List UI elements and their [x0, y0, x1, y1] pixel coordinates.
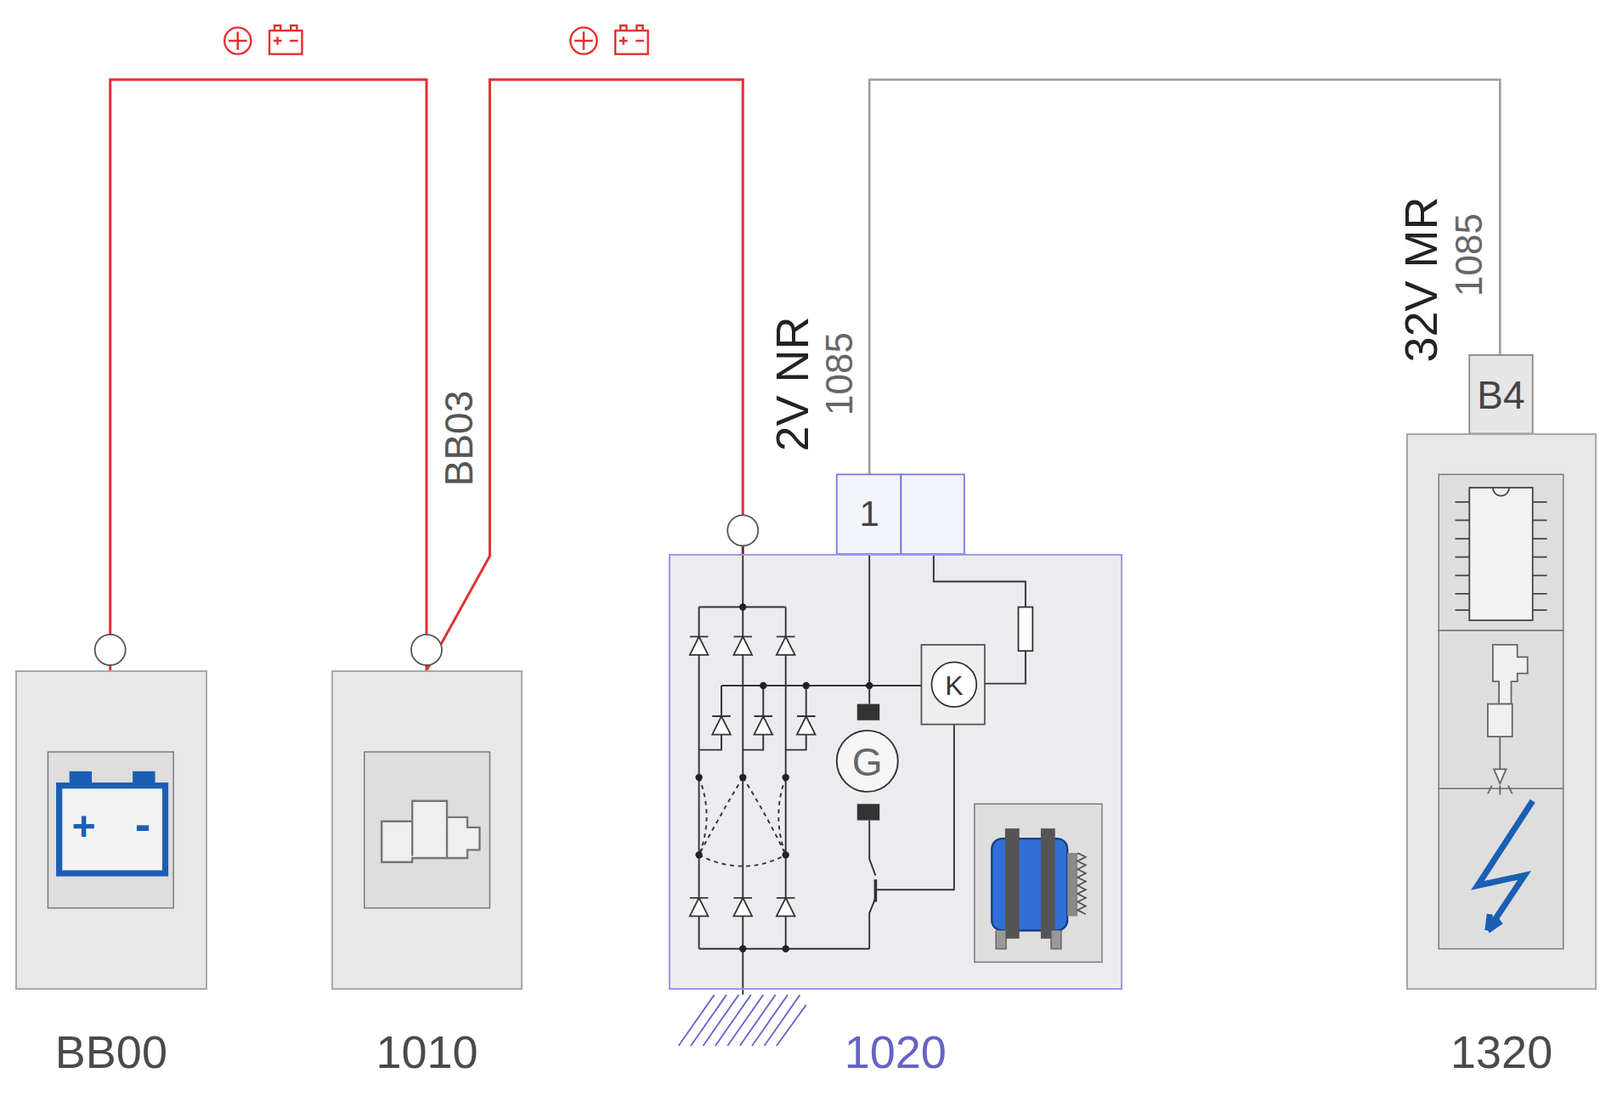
terminal-stud [95, 634, 126, 666]
icon-frame [47, 751, 174, 909]
battery-icon [59, 771, 166, 874]
cable-code: BB03 [439, 390, 479, 487]
wire-number: 1085 [820, 332, 859, 416]
box-fill [1406, 433, 1598, 990]
polarity-sign: - [135, 800, 152, 849]
box-fill [668, 554, 1123, 990]
wire-gauge-colour: 2V NR [768, 316, 815, 452]
ecu-box: 1320 [1406, 433, 1598, 990]
component-code: 1010 [375, 1028, 478, 1075]
starter-icon [381, 801, 480, 863]
terminal-stud [411, 634, 442, 666]
battery-plus-symbol [570, 25, 648, 55]
ground-hatch [678, 995, 807, 1046]
diode-symbol [689, 636, 816, 916]
pin-number: 1 [859, 496, 879, 532]
battery-box: BB00 [15, 670, 208, 990]
component-code: 1020 [844, 1028, 947, 1075]
battery-plus-symbol [224, 25, 302, 55]
icon-frame [1438, 788, 1564, 950]
icon-frame [974, 803, 1103, 962]
battery-cable [110, 79, 427, 671]
connector-block [1469, 355, 1533, 434]
component-code: BB00 [55, 1028, 168, 1075]
component-code: 1320 [1450, 1028, 1553, 1075]
regulator-symbol [921, 644, 984, 725]
wire-number: 1085 [1450, 213, 1488, 297]
connector-pin-cell [836, 474, 902, 555]
generator-letter: G [852, 742, 883, 782]
regulator-letter: K [944, 672, 963, 700]
injector-icon [1487, 644, 1528, 796]
alternator-icon [991, 828, 1086, 950]
connector-code: B4 [1476, 375, 1525, 415]
icon-frame [364, 751, 491, 909]
lightning-icon [1477, 801, 1533, 932]
terminal-stud [727, 514, 758, 546]
box-fill [331, 670, 523, 990]
icon-frame [1438, 474, 1564, 631]
box-fill [15, 670, 208, 990]
resistor-symbol [1017, 607, 1033, 652]
polarity-sign: + [71, 806, 96, 848]
wire-gauge-colour: 32V MR [1397, 196, 1444, 362]
connector-pin-cell [900, 474, 964, 555]
starter-box: 1010 [331, 670, 523, 990]
alternator-box: 1020 [668, 554, 1123, 990]
generator-symbol [836, 704, 899, 821]
chip-icon [1454, 487, 1547, 621]
icon-frame [1438, 630, 1564, 789]
